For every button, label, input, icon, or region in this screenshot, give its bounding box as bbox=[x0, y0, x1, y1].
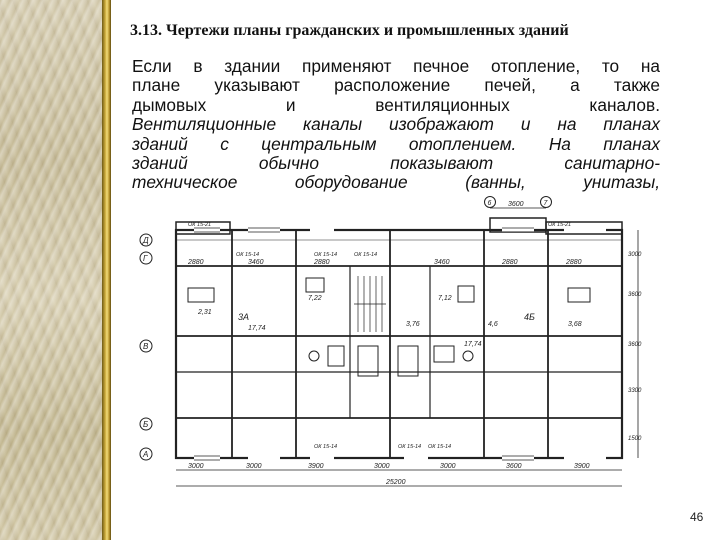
axis-letter: В bbox=[143, 342, 149, 351]
axis-marker bbox=[139, 339, 153, 353]
slide-title: 3.13. Чертежи планы гражданских и промыш… bbox=[130, 22, 569, 39]
dimension-text: 2880 bbox=[501, 259, 518, 266]
dimension-text: 3300 bbox=[628, 388, 642, 394]
dimension-text: 2880 bbox=[565, 259, 582, 266]
body-paragraph: Если в здании применяют печное отопление… bbox=[132, 56, 660, 193]
dimension-text: 2880 bbox=[187, 259, 204, 266]
room-label: ОК 15-14 bbox=[354, 252, 377, 258]
area-label: 2,31 bbox=[197, 309, 212, 316]
axis-letter: А bbox=[142, 450, 148, 459]
outer-wall bbox=[174, 228, 624, 460]
unit-label: 3А bbox=[238, 312, 249, 322]
room-label: ОК 15-21 bbox=[548, 222, 571, 228]
dimension-text: 25200 bbox=[385, 479, 406, 486]
axis-letter: Д bbox=[142, 236, 149, 245]
axis-marker bbox=[139, 233, 153, 247]
axis-letter: Г bbox=[143, 254, 148, 263]
area-label: 3,76 bbox=[406, 321, 420, 328]
room-label: ОК 15-14 bbox=[398, 444, 421, 450]
gold-border-bar bbox=[102, 0, 111, 540]
area-label: 3,68 bbox=[568, 321, 582, 328]
body-line: Вентиляционные каналы изображают и на пл… bbox=[132, 114, 660, 135]
dimension-text: 3460 bbox=[248, 259, 264, 266]
dimension-text: 1500 bbox=[628, 436, 642, 442]
body-line: техническое оборудование (ванны, унитазы… bbox=[132, 172, 660, 193]
dimension-text: 2880 bbox=[313, 259, 330, 266]
axis-marker bbox=[139, 447, 153, 461]
room-label: ОК 15-14 bbox=[314, 252, 337, 258]
dimension-text: 3000 bbox=[628, 252, 642, 258]
body-line: Если в здании применяют печное отопление… bbox=[132, 56, 660, 76]
area-label: 17,74 bbox=[464, 341, 482, 348]
dimension-text: 3600 bbox=[506, 463, 522, 470]
dimension-text: 3000 bbox=[440, 463, 456, 470]
page-number: 46 bbox=[690, 510, 704, 524]
axis-number: 6 bbox=[488, 200, 492, 207]
dimension-text: 3600 bbox=[628, 292, 642, 298]
axis-marker bbox=[139, 251, 153, 265]
room-label: ОК 15-14 bbox=[314, 444, 337, 450]
dimension-text: 3900 bbox=[308, 463, 324, 470]
floor-plan-svg: ДГ В Б А 6 7 3600 2880 3460 2880 3460 2880 2880 3000 3… bbox=[139, 196, 642, 487]
dimension-text: 3000 bbox=[246, 463, 262, 470]
dimension-text: 3600 bbox=[628, 342, 642, 348]
dimension-text: 3900 bbox=[574, 463, 590, 470]
axis-marker bbox=[540, 196, 552, 208]
axis-marker bbox=[484, 196, 496, 208]
body-line: дымовых и вентиляционных каналов. bbox=[132, 94, 660, 115]
area-label: 7,22 bbox=[308, 295, 322, 302]
axis-marker bbox=[139, 417, 153, 431]
area-label: 7,12 bbox=[438, 295, 452, 302]
dimension-text: 3600 bbox=[508, 201, 524, 208]
body-line: зданий с центральным отоплением. На план… bbox=[132, 133, 660, 154]
dimension-text: 3000 bbox=[374, 463, 390, 470]
area-label: 17,74 bbox=[248, 325, 266, 332]
room-label: ОК 15-21 bbox=[188, 222, 211, 228]
dimension-text: 3000 bbox=[188, 463, 204, 470]
axis-number: 7 bbox=[544, 200, 549, 207]
body-line: зданий обычно показывают санитарно- bbox=[132, 153, 660, 174]
area-label: 4,6 bbox=[488, 321, 498, 328]
unit-label: 4Б bbox=[524, 312, 535, 322]
axis-letter: Б bbox=[143, 420, 148, 429]
room-label: ОК 15-14 bbox=[428, 444, 451, 450]
body-line: плане указывают расположение печей, а та… bbox=[132, 75, 660, 96]
marble-border-left bbox=[0, 0, 102, 540]
dimension-text: 3460 bbox=[434, 259, 450, 266]
room-label: ОК 15-14 bbox=[236, 252, 259, 258]
